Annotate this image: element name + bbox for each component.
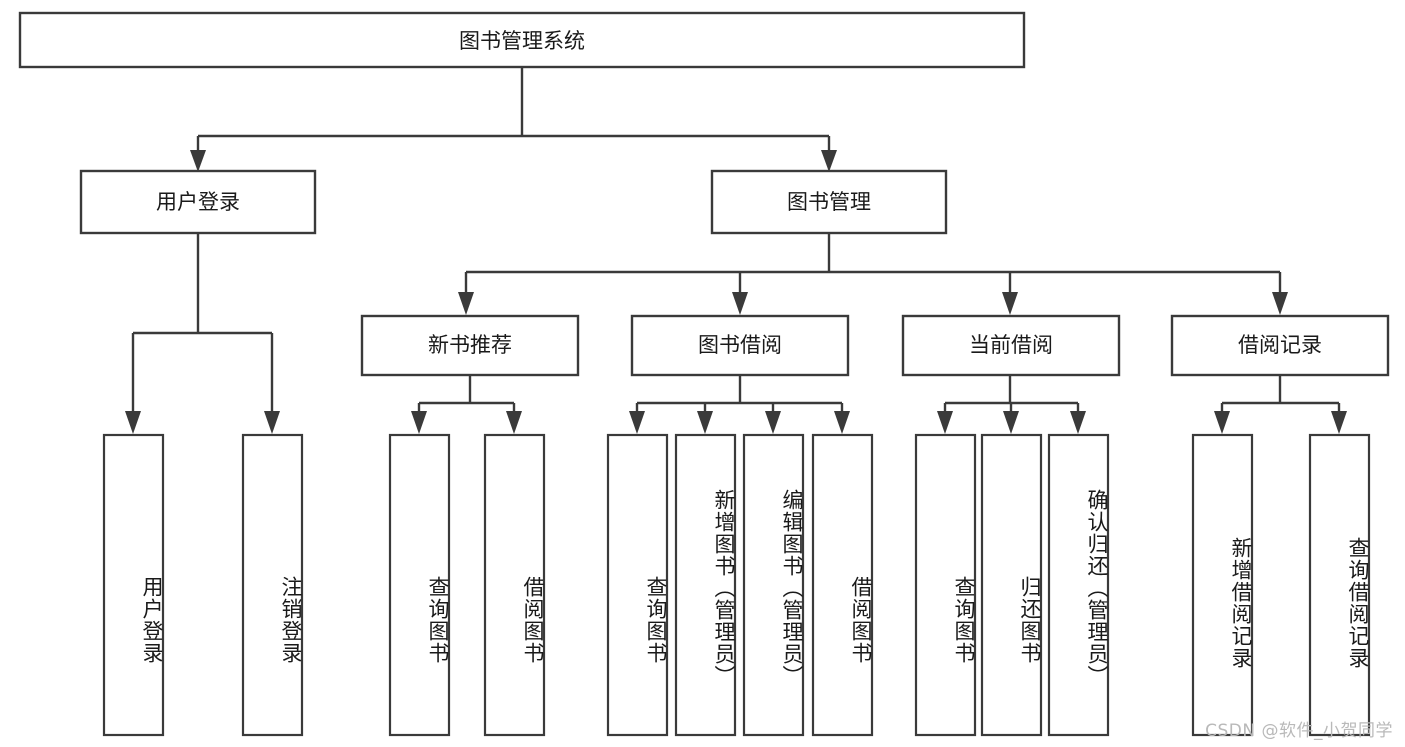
arrow-head-current-borrow [1002, 292, 1018, 315]
leaf-box-user-login-login[interactable] [102, 433, 165, 737]
node-label-book-borrow: 图书借阅 [698, 333, 782, 357]
arrow-head-bookborrow-leaf-4 [834, 411, 850, 434]
node-box-root[interactable] [18, 11, 1026, 69]
arrow-head-borrowrecord-leaf-1 [1214, 411, 1230, 434]
arrow-head-borrowrecord-leaf-2 [1331, 411, 1347, 434]
arrow-head-leaf-user-login [125, 411, 141, 434]
node-group: 图书管理系统 用户登录 图书管理 新书推荐 图书借阅 当前借阅 借阅记录 [18, 11, 1390, 737]
arrow-head-currentborrow-leaf-1 [937, 411, 953, 434]
node-box-book-borrow[interactable] [630, 314, 850, 377]
arrow-head-new-book [458, 292, 474, 315]
node-label-book-manage: 图书管理 [787, 190, 871, 214]
leaf-box-borrowrecord-add[interactable] [1191, 433, 1254, 737]
leaf-box-user-login-logout[interactable] [241, 433, 304, 737]
arrow-head-newbook-leaf-2 [506, 411, 522, 434]
arrow-head-book-manage [821, 150, 837, 172]
node-box-user-login[interactable] [79, 169, 317, 235]
node-box-current-borrow[interactable] [901, 314, 1121, 377]
node-label-user-login: 用户登录 [156, 190, 240, 214]
leaf-box-currentborrow-confirm[interactable] [1047, 433, 1110, 737]
arrow-head-bookborrow-leaf-2 [697, 411, 713, 434]
arrow-head-leaf-logout [264, 411, 280, 434]
leaf-box-newbook-borrow[interactable] [483, 433, 546, 737]
node-box-book-manage[interactable] [710, 169, 948, 235]
arrow-head-bookborrow-leaf-1 [629, 411, 645, 434]
leaf-box-bookborrow-borrow[interactable] [811, 433, 874, 737]
arrow-head-book-borrow [732, 292, 748, 315]
arrow-head-bookborrow-leaf-3 [765, 411, 781, 434]
arrow-head-currentborrow-leaf-2 [1003, 411, 1019, 434]
leaf-box-currentborrow-query[interactable] [914, 433, 977, 737]
edge-group [125, 67, 1347, 434]
leaf-box-borrowrecord-query[interactable] [1308, 433, 1371, 737]
csdn-watermark: CSDN @软件_小贺同学 [1205, 721, 1393, 741]
leaf-box-newbook-query[interactable] [388, 433, 451, 737]
node-box-new-book-recommend[interactable] [360, 314, 580, 377]
node-label-root: 图书管理系统 [459, 29, 585, 53]
node-label-current-borrow: 当前借阅 [969, 333, 1053, 357]
arrow-head-user-login [190, 150, 206, 172]
arrow-head-borrow-record [1272, 292, 1288, 315]
leaf-box-bookborrow-edit[interactable] [742, 433, 805, 737]
leaf-box-bookborrow-query[interactable] [606, 433, 669, 737]
node-label-borrow-record: 借阅记录 [1238, 333, 1322, 357]
node-box-borrow-record[interactable] [1170, 314, 1390, 377]
node-label-new-book-recommend: 新书推荐 [428, 333, 512, 357]
leaf-box-currentborrow-return[interactable] [980, 433, 1043, 737]
arrow-head-currentborrow-leaf-3 [1070, 411, 1086, 434]
arrow-head-newbook-leaf-1 [411, 411, 427, 434]
leaf-box-bookborrow-add[interactable] [674, 433, 737, 737]
